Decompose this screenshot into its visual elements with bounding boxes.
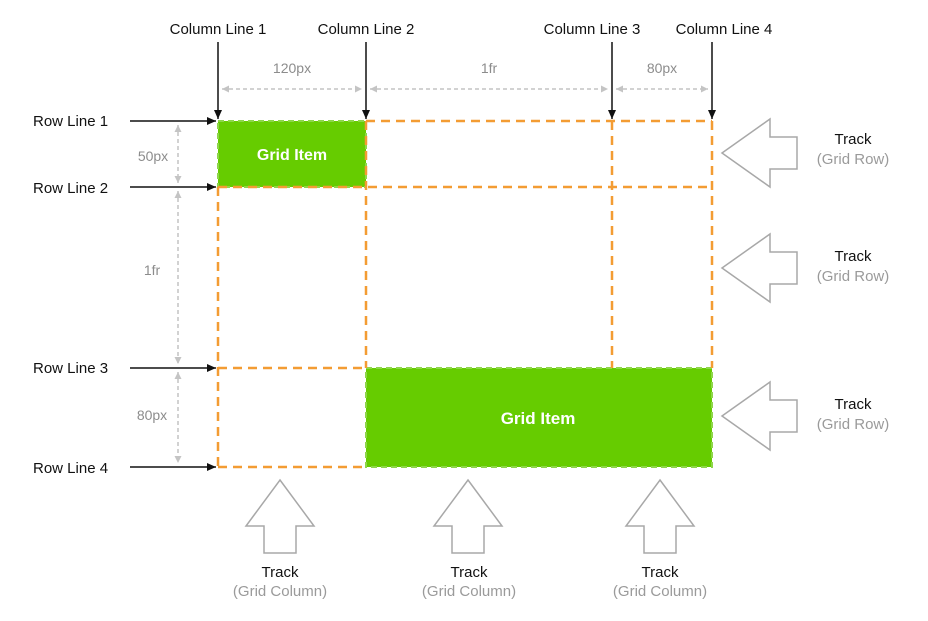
column-track-2-subtitle: (Grid Column) [422, 583, 516, 600]
row-1-size: 50px [138, 148, 168, 164]
row-track-2-subtitle: (Grid Row) [817, 268, 890, 285]
column-track-2-arrow-icon [432, 478, 504, 554]
column-track-2-title: Track [451, 564, 488, 581]
grid-lines [216, 119, 714, 469]
row-track-1-arrow-icon [720, 117, 798, 189]
row-track-1-title: Track [835, 131, 872, 148]
row-line-3-label: Row Line 3 [33, 360, 108, 377]
row-track-2-title: Track [835, 248, 872, 265]
row-line-1-label: Row Line 1 [33, 113, 108, 130]
row-line-4-label: Row Line 4 [33, 460, 108, 477]
column-track-1-title: Track [262, 564, 299, 581]
column-track-1-subtitle: (Grid Column) [233, 583, 327, 600]
row-2-size: 1fr [144, 262, 161, 278]
grid-item-2 [365, 367, 713, 468]
column-3-size: 80px [647, 60, 677, 76]
grid-item-1-label: Grid Item [257, 147, 327, 164]
row-line-2-label: Row Line 2 [33, 180, 108, 197]
column-line-2-label: Column Line 2 [318, 21, 415, 38]
column-track-1-arrow-icon [244, 478, 316, 554]
column-track-3-subtitle: (Grid Column) [613, 583, 707, 600]
column-track-3-title: Track [642, 564, 679, 581]
grid-item-1 [217, 120, 367, 188]
column-line-3-label: Column Line 3 [544, 21, 641, 38]
grid-item-2-label: Grid Item [501, 409, 576, 428]
row-track-3-title: Track [835, 396, 872, 413]
column-track-3-arrow-icon [624, 478, 696, 554]
column-line-1-label: Column Line 1 [170, 21, 267, 38]
column-line-4-label: Column Line 4 [676, 21, 773, 38]
row-track-3-arrow-icon [720, 380, 798, 452]
row-track-2-arrow-icon [720, 232, 798, 304]
row-track-3-subtitle: (Grid Row) [817, 416, 890, 433]
column-1-size: 120px [273, 60, 311, 76]
column-2-size: 1fr [481, 60, 498, 76]
row-track-1-subtitle: (Grid Row) [817, 151, 890, 168]
row-3-size: 80px [137, 407, 167, 423]
